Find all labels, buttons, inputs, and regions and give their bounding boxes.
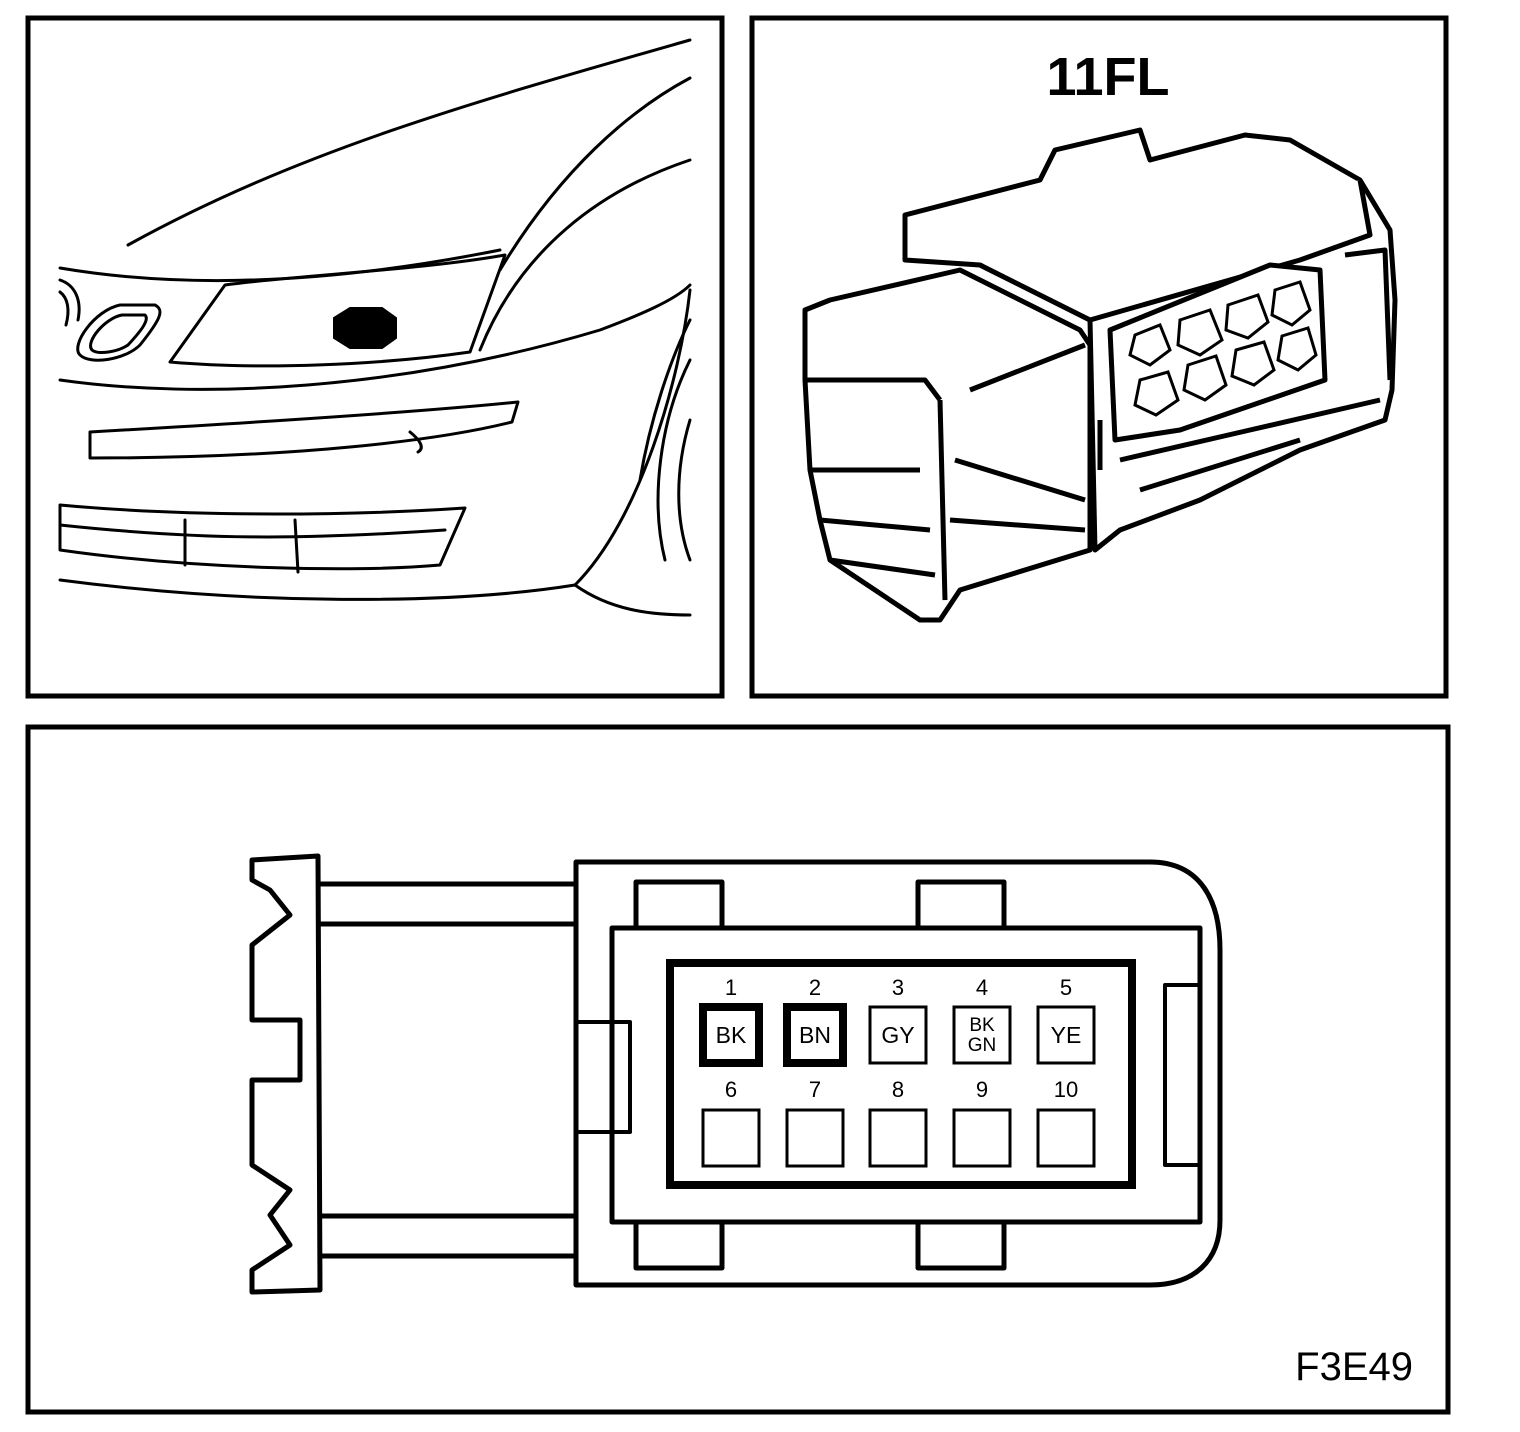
wire-color-label: BN	[799, 1022, 831, 1048]
wire-color-label: YE	[1051, 1022, 1082, 1048]
pin-5: 5YE	[1036, 975, 1096, 1065]
pin-number: 2	[809, 975, 821, 1000]
pin-number: 3	[892, 975, 904, 1000]
pin-2: 2BN	[783, 975, 847, 1067]
pin-7: 7	[785, 1077, 845, 1168]
pin-number: 1	[725, 975, 737, 1000]
pin-number: 5	[1060, 975, 1072, 1000]
pin-number: 9	[976, 1077, 988, 1102]
pin-cavity	[783, 1003, 847, 1067]
wire-color-label: BK	[716, 1022, 747, 1048]
connector-cavities	[1128, 280, 1318, 417]
location-panel-frame	[25, 15, 725, 699]
wire-color-label: GY	[881, 1022, 914, 1048]
pin-cavity	[701, 1108, 761, 1168]
pin-number: 8	[892, 1077, 904, 1102]
connector-3d-drawing	[802, 127, 1398, 623]
wire-color-label: GN	[968, 1035, 997, 1056]
pin-cavity	[699, 1003, 763, 1067]
pin-cavity	[952, 1005, 1012, 1065]
wire-color-label: BK	[969, 1015, 995, 1036]
pin-cavity	[868, 1005, 928, 1065]
pin-number: 4	[976, 975, 988, 1000]
pin-number: 7	[809, 1077, 821, 1102]
pin-cavity	[785, 1108, 845, 1168]
connector-id-title: 11FL	[1046, 47, 1169, 107]
pin-cavity	[1036, 1108, 1096, 1168]
pin-8: 8	[868, 1077, 928, 1168]
car-front-drawing	[58, 38, 692, 617]
pin-10: 10	[1036, 1077, 1096, 1168]
component-location-marker	[333, 307, 397, 349]
pin-3: 3GY	[868, 975, 928, 1065]
pin-cavity	[1036, 1005, 1096, 1065]
pin-number: 6	[725, 1077, 737, 1102]
pin-1: 1BK	[699, 975, 763, 1067]
connector-3d-panel: 11FL	[749, 15, 1449, 699]
figure-reference: F3E49	[1295, 1345, 1413, 1389]
pin-cavity	[952, 1108, 1012, 1168]
pin-number: 10	[1054, 1077, 1078, 1102]
pin-6: 6	[701, 1077, 761, 1168]
pin-cavity	[868, 1108, 928, 1168]
pin-9: 9	[952, 1077, 1012, 1168]
location-panel	[25, 15, 725, 699]
